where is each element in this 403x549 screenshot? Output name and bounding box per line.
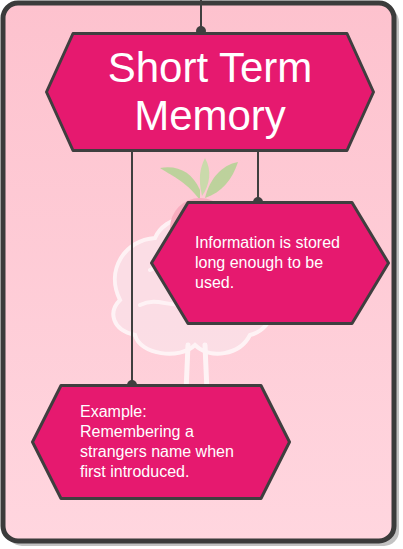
definition-hexagon: Information is stored long enough to be … [150, 201, 390, 325]
body-text: Example: Remembering a strangers name wh… [80, 402, 242, 482]
title-text: Short Term Memory [85, 44, 335, 140]
hexagon-outline [31, 384, 291, 500]
node-body: Information is stored long enough to be … [195, 233, 345, 293]
hexagon-fill [33, 386, 290, 499]
body-text: Information is stored long enough to be … [195, 233, 345, 293]
node-body: Short Term Memory [85, 44, 335, 140]
connector-line [131, 152, 133, 386]
hexagon-fill [47, 34, 374, 151]
node-body: Example: Remembering a strangers name wh… [80, 402, 242, 482]
connector-line [257, 152, 259, 203]
example-hexagon: Example: Remembering a strangers name wh… [31, 384, 291, 500]
title-hexagon: Short Term Memory [45, 32, 375, 152]
card-frame [3, 3, 394, 541]
hexagon-fill [152, 203, 389, 324]
